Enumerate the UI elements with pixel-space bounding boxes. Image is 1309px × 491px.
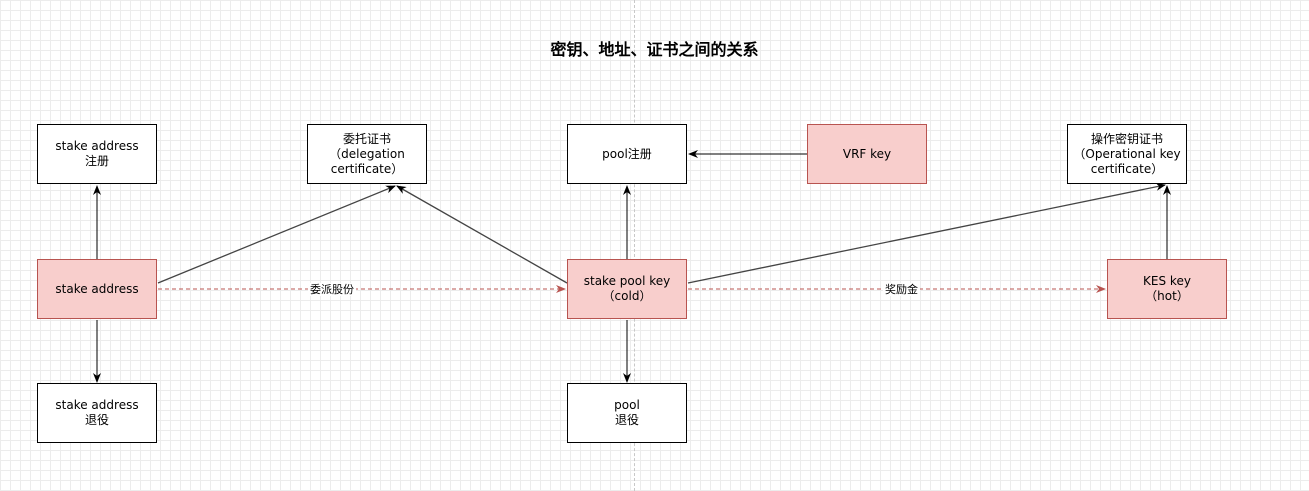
page-divider <box>634 0 635 491</box>
edge-pool-key-to-opcert <box>687 182 1166 284</box>
edge-pool-key-to-delegation <box>396 185 568 284</box>
node-stake-address-register[interactable]: stake address 注册 <box>37 124 157 184</box>
node-operational-key-certificate[interactable]: 操作密钥证书 （Operational key certificate） <box>1067 124 1187 184</box>
edge-label-reward: 奖励金 <box>883 283 920 296</box>
edge-label-delegate-stake: 委派股份 <box>308 283 356 296</box>
node-pool-retire[interactable]: pool 退役 <box>567 383 687 443</box>
node-vrf-key[interactable]: VRF key <box>807 124 927 184</box>
diagram-title: 密钥、地址、证书之间的关系 <box>550 40 759 59</box>
node-pool-register[interactable]: pool注册 <box>567 124 687 184</box>
node-stake-pool-key[interactable]: stake pool key （cold） <box>567 259 687 319</box>
node-kes-key[interactable]: KES key （hot） <box>1107 259 1227 319</box>
node-stake-address[interactable]: stake address <box>37 259 157 319</box>
node-delegation-certificate[interactable]: 委托证书 （delegation certificate） <box>307 124 427 184</box>
node-stake-address-retire[interactable]: stake address 退役 <box>37 383 157 443</box>
edge-stake-address-to-delegation <box>157 185 396 284</box>
